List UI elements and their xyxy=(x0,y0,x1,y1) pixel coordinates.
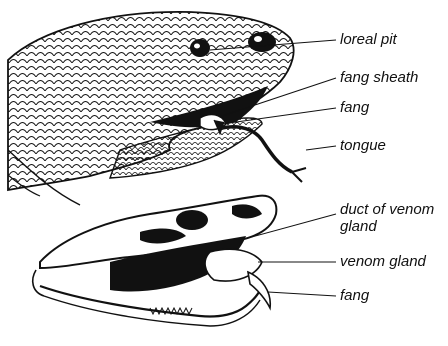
loreal-pit xyxy=(190,39,210,57)
leader-tongue xyxy=(306,146,336,150)
loreal-pit-highlight xyxy=(194,44,200,49)
leader-fang-lower xyxy=(268,292,336,296)
eye-highlight xyxy=(254,36,262,42)
label-duct-line2: gland xyxy=(340,218,377,235)
label-loreal-pit: loreal pit xyxy=(340,31,398,48)
labels: loreal pit fang sheath fang tongue duct … xyxy=(340,31,434,304)
label-fang-upper: fang xyxy=(340,99,370,116)
jaw-hinge xyxy=(33,270,44,296)
label-fang-lower: fang xyxy=(340,287,370,304)
eye xyxy=(248,32,276,52)
label-tongue: tongue xyxy=(340,137,386,154)
skull-illustration xyxy=(33,196,277,326)
label-fang-sheath: fang sheath xyxy=(340,69,418,86)
skull-orbit xyxy=(176,210,208,230)
label-duct-line1: duct of venom xyxy=(340,201,434,218)
snake-head-illustration xyxy=(8,12,306,205)
tongue-fork xyxy=(292,168,306,182)
label-venom-gland: venom gland xyxy=(340,253,427,270)
